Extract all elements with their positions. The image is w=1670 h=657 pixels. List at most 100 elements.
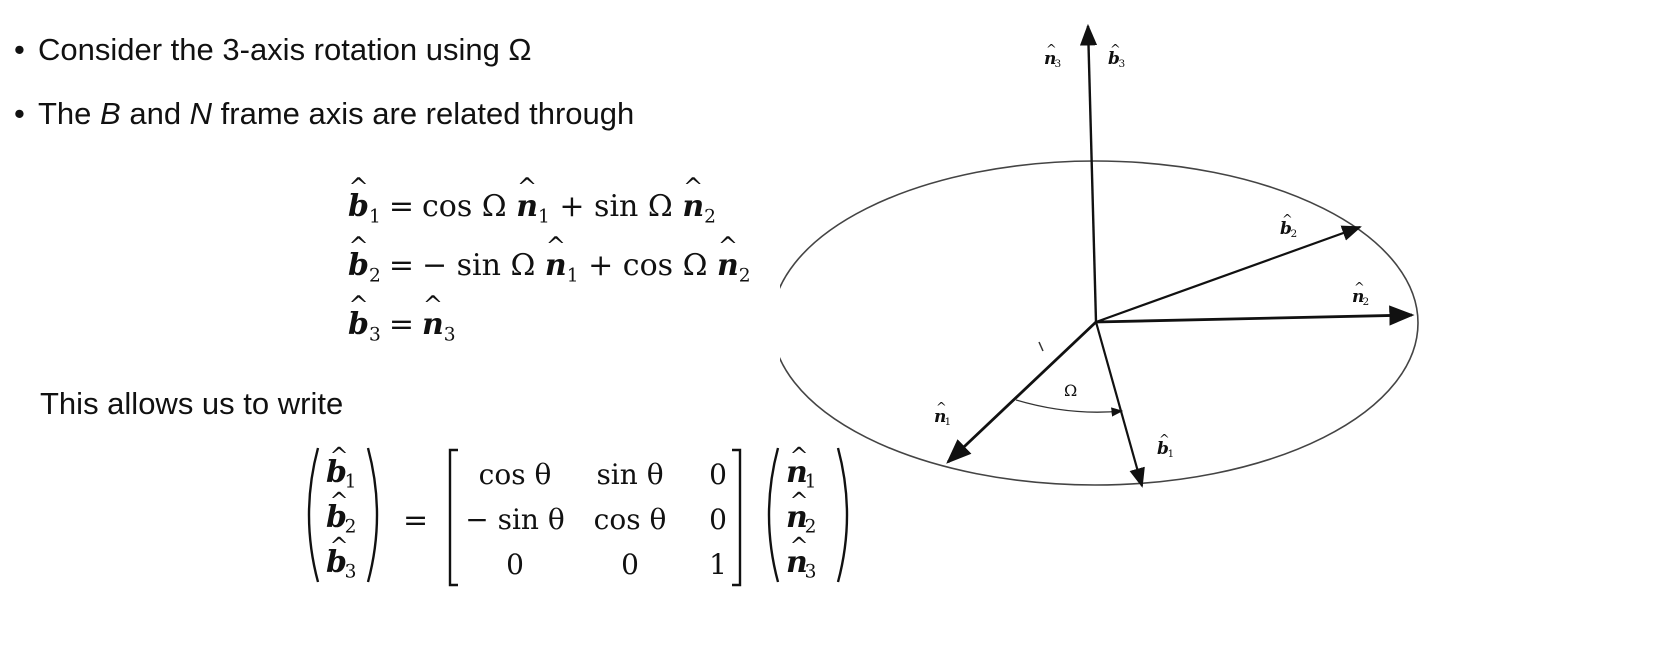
bullet-text: Consider the 3-axis rotation using <box>38 32 509 67</box>
axis-label-b1-base: b <box>1157 439 1169 459</box>
right-vector-entry-base: n <box>786 455 808 490</box>
equation-row: b1=cos Ω n1 + sin Ω n2 <box>348 166 751 245</box>
right-vector-entry: n^1 <box>786 443 816 492</box>
axis-label-b1-subscript: 1 <box>1168 448 1175 460</box>
equals-sign: = <box>403 503 428 538</box>
n2-axis <box>1095 305 1415 326</box>
axis-label-b3-hat: ^ <box>1110 42 1121 57</box>
axis-label-n2-base: n <box>1352 287 1364 307</box>
bullet-dot: • <box>14 96 25 131</box>
bullet-dot: • <box>14 32 25 67</box>
left-vector-entry: b^1 <box>326 443 356 492</box>
right-vector-open-paren <box>767 447 780 583</box>
rotation-plane-ellipse <box>780 160 1419 486</box>
frame-b-symbol: B <box>100 96 121 131</box>
equation-lhs-base: b <box>348 225 369 287</box>
axis-label-b2-subscript: 2 <box>1291 228 1298 240</box>
equation-lhs-subscript: 1 <box>368 206 381 228</box>
stray-tick-mark <box>1038 341 1044 352</box>
matrix-cell: cos θ <box>479 458 552 491</box>
equation-lhs: b3 <box>348 284 381 346</box>
bullet-text: The <box>38 96 101 131</box>
equation-lhs-base: b <box>348 284 369 346</box>
left-vector-entry-subscript: 1 <box>345 471 357 492</box>
equation-term-base: n <box>545 225 567 287</box>
right-vector-entry-base: n <box>786 500 808 535</box>
axis-label-b1: b^1 <box>1157 432 1174 460</box>
equation-term-base: n <box>422 284 444 346</box>
bullet-consider-rotation: • Consider the 3-axis rotation using Ω <box>14 32 532 68</box>
left-vector-entry-subscript: 3 <box>345 561 357 582</box>
rotation-equations: b1=cos Ω n1 + sin Ω n2b2=− sin Ω n1 + co… <box>348 166 751 363</box>
equation-lhs-subscript: 3 <box>368 324 381 346</box>
right-vector-entry: n^3 <box>786 533 816 582</box>
equals-sign: = <box>388 189 414 224</box>
allows-text: This allows us to write <box>40 386 344 421</box>
equation-term-base: n <box>717 225 739 287</box>
matrix-open-bracket <box>448 448 458 587</box>
right-vector-entry-subscript: 1 <box>805 471 817 492</box>
bullet-text: and <box>120 96 190 131</box>
axis-label-b2: b^2 <box>1280 212 1297 240</box>
axis-label-b3-base: b <box>1108 49 1120 69</box>
equation-lhs-subscript: 2 <box>368 265 381 287</box>
omega-angle-arc <box>1015 399 1124 417</box>
equation-term: n2 <box>717 225 751 287</box>
n3-b3-axis <box>1079 23 1098 323</box>
omega-symbol: Ω <box>508 32 532 67</box>
equation-term-base: n <box>516 166 538 228</box>
axis-label-n1: n^1 <box>934 400 951 428</box>
axis-label-b1-hat: ^ <box>1159 432 1170 447</box>
equation-term-subscript: 2 <box>738 265 751 287</box>
matrix-cell: − sin θ <box>465 503 564 536</box>
axis-label-b2-base: b <box>1280 219 1292 239</box>
equation-term: n1 <box>545 225 579 287</box>
equation-term-subscript: 2 <box>704 206 716 228</box>
equation-row: b2=− sin Ω n1 + cos Ω n2 <box>348 225 751 304</box>
axis-label-n1-hat: ^ <box>936 400 947 415</box>
axis-label-n1-subscript: 1 <box>945 416 952 428</box>
matrix-cell: 0 <box>709 458 727 491</box>
right-vector-entry-hat: ^ <box>790 488 809 514</box>
matrix-cell: sin θ <box>596 458 663 491</box>
right-vector-entry-base: n <box>786 545 808 580</box>
left-vector-entry-hat: ^ <box>330 443 349 469</box>
equation-text: + sin Ω <box>549 189 683 224</box>
equation-term-base: n <box>682 166 704 228</box>
equation-lhs: b2 <box>348 225 381 287</box>
axis-label-n3-subscript: 3 <box>1055 58 1062 70</box>
left-vector-close-paren <box>366 447 379 583</box>
right-vector-entry-subscript: 2 <box>805 516 817 537</box>
axis-label-n2: n^2 <box>1352 280 1369 308</box>
equation-term: n1 <box>516 166 550 228</box>
matrix-cell: 0 <box>709 503 727 536</box>
left-vector-entry-hat: ^ <box>330 488 349 514</box>
equation-text: cos Ω <box>421 189 517 224</box>
matrix-cell: cos θ <box>594 503 667 536</box>
matrix-close-bracket <box>732 448 742 587</box>
axis-label-b3-subscript: 3 <box>1119 58 1126 70</box>
frame-n-symbol: N <box>189 96 213 131</box>
equals-sign: = <box>388 307 414 342</box>
axis-label-n1-base: n <box>934 407 946 427</box>
right-vector-entry-hat: ^ <box>790 443 809 469</box>
axis-label-n3-hat: ^ <box>1046 42 1057 57</box>
equation-row: b3=n3 <box>348 284 751 363</box>
equation-text: − sin Ω <box>421 248 545 283</box>
equation-lhs-base: b <box>348 166 369 228</box>
matrix-cell: 1 <box>709 548 727 581</box>
axis-label-b3: b^3 <box>1108 42 1125 70</box>
right-vector-close-paren <box>836 447 849 583</box>
equation-term: n3 <box>422 284 456 346</box>
left-vector-entry: b^3 <box>326 533 356 582</box>
matrix-cell: 0 <box>506 548 524 581</box>
axis-label-n3-base: n <box>1044 49 1056 69</box>
b2-axis <box>1095 225 1362 324</box>
left-vector-entry-hat: ^ <box>330 533 349 559</box>
n1-axis <box>946 320 1097 464</box>
axis-label-n3: n^3 <box>1044 42 1061 70</box>
left-vector-entry-base: b <box>326 500 347 535</box>
equation-term-subscript: 3 <box>443 324 456 346</box>
